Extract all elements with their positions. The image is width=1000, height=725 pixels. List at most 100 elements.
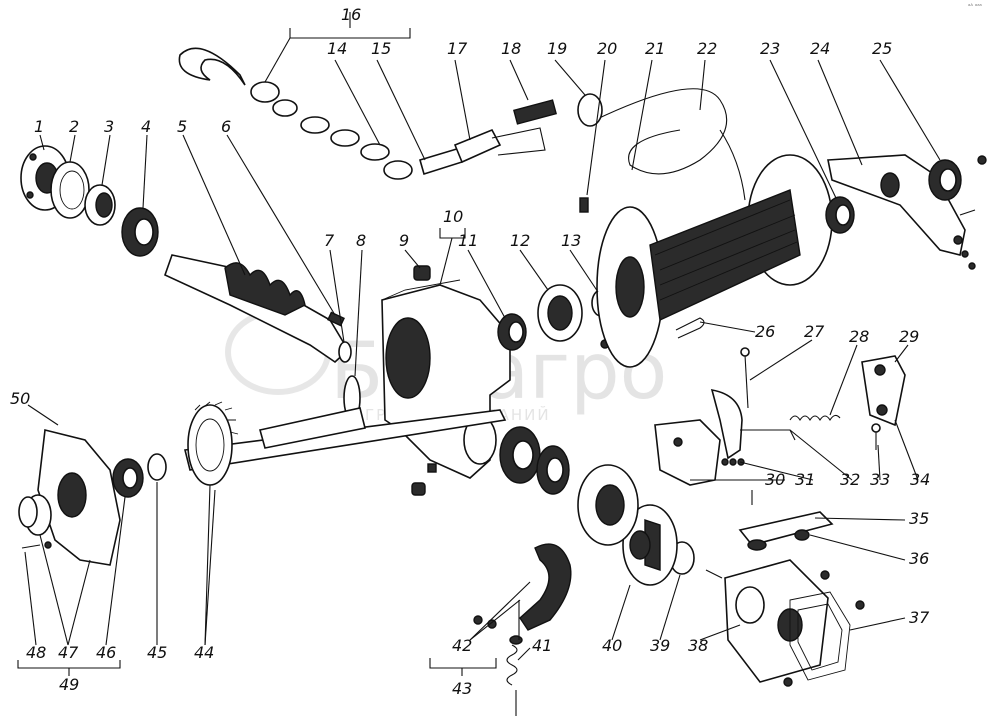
callout-1: 1 xyxy=(34,117,44,136)
callout-7: 7 xyxy=(324,231,335,250)
callout-46: 46 xyxy=(96,643,116,662)
callout-16: 16 xyxy=(341,5,361,24)
callout-42: 42 xyxy=(452,636,472,655)
bushing-23 xyxy=(825,196,855,234)
callout-6: 6 xyxy=(221,117,231,136)
plug-47b xyxy=(18,496,38,528)
ring-45 xyxy=(147,453,167,481)
callout-41: 41 xyxy=(532,636,552,655)
callout-28: 28 xyxy=(849,327,869,346)
plate-30 xyxy=(654,419,721,486)
callout-34: 34 xyxy=(910,470,930,489)
callout-21: 21 xyxy=(645,39,665,58)
callout-33: 33 xyxy=(870,470,890,489)
sleeve-19 xyxy=(577,93,603,127)
callout-17: 17 xyxy=(447,39,468,58)
shackle-15 xyxy=(419,146,463,176)
plug-lower xyxy=(411,482,426,496)
bolt-48 xyxy=(21,541,52,549)
spring-28 xyxy=(789,414,841,422)
callout-14: 14 xyxy=(327,39,347,58)
worm-shaft-5 xyxy=(164,254,350,364)
corner-mark: ᵃᴬ ᵃᵃᵃ xyxy=(968,3,982,10)
callout-13: 13 xyxy=(561,231,581,250)
clamp-18 xyxy=(513,99,557,125)
bolts-37 xyxy=(783,570,865,687)
callout-48: 48 xyxy=(26,643,46,662)
callout-22: 22 xyxy=(697,39,717,58)
callout-32: 32 xyxy=(840,470,860,489)
callout-23: 23 xyxy=(760,39,780,58)
callout-39: 39 xyxy=(650,636,670,655)
callout-18: 18 xyxy=(501,39,521,58)
callout-31: 31 xyxy=(795,470,815,489)
callout-50: 50 xyxy=(10,389,30,408)
gasket-2 xyxy=(50,161,90,219)
u-bolt-26 xyxy=(675,317,705,339)
callout-11: 11 xyxy=(458,231,478,250)
callout-4: 4 xyxy=(141,117,151,136)
callout-43: 43 xyxy=(452,679,472,698)
thimble-17 xyxy=(453,127,546,164)
bolt-33 xyxy=(871,423,881,450)
cover-flange-center xyxy=(577,464,639,546)
gearbox-housing-10 xyxy=(381,279,511,479)
callout-37: 37 xyxy=(909,608,930,627)
brake-band-42 xyxy=(473,543,572,640)
callout-3: 3 xyxy=(104,117,114,136)
leader-lines xyxy=(17,12,941,676)
gearbox-cover-38 xyxy=(724,559,829,683)
callout-24: 24 xyxy=(810,39,830,58)
bolt-40 xyxy=(705,569,723,579)
callout-19: 19 xyxy=(547,39,567,58)
lever-31 xyxy=(710,388,796,460)
callout-20: 20 xyxy=(597,39,617,58)
callout-10: 10 xyxy=(443,207,463,226)
pin-29 xyxy=(861,355,906,427)
callout-12: 12 xyxy=(510,231,530,250)
callout-27: 27 xyxy=(804,322,825,341)
callout-29: 29 xyxy=(899,327,919,346)
cable-22 xyxy=(594,88,746,201)
hook-16 xyxy=(178,47,246,86)
callout-49: 49 xyxy=(59,675,79,694)
bolt-20 xyxy=(579,197,589,213)
callout-44: 44 xyxy=(194,643,214,662)
ring-7 xyxy=(338,341,352,363)
spring-41 xyxy=(506,635,523,716)
plug-small xyxy=(427,463,437,473)
chain-14 xyxy=(250,81,413,180)
callout-35: 35 xyxy=(909,509,929,528)
bearing-4 xyxy=(121,207,159,257)
callout-45: 45 xyxy=(147,643,167,662)
callout-15: 15 xyxy=(371,39,391,58)
callout-36: 36 xyxy=(909,549,929,568)
bushing-46 xyxy=(112,458,144,498)
main-shaft xyxy=(184,407,507,471)
gear-44 xyxy=(187,401,239,486)
callout-9: 9 xyxy=(399,231,409,250)
callout-8: 8 xyxy=(356,231,366,250)
bushing-25 xyxy=(928,159,962,201)
bearing-housing-center xyxy=(499,426,570,495)
callout-5: 5 xyxy=(177,117,187,136)
gasket-37 xyxy=(789,591,851,681)
nuts-31 xyxy=(721,458,745,466)
callout-labels: 1 2 3 4 5 6 7 8 9 10 11 12 13 14 15 16 1… xyxy=(10,5,930,698)
bearing-12 xyxy=(537,284,583,342)
callout-47: 47 xyxy=(58,643,79,662)
bolts-24 xyxy=(959,155,987,270)
key-6 xyxy=(327,311,345,327)
bearing-3 xyxy=(84,184,116,226)
plug-9 xyxy=(413,265,431,281)
bolt-27 xyxy=(740,347,750,409)
cable-drum xyxy=(596,154,833,368)
bushing-11 xyxy=(497,313,527,351)
washer-36 xyxy=(747,529,810,551)
callout-25: 25 xyxy=(872,39,892,58)
callout-38: 38 xyxy=(688,636,708,655)
callout-26: 26 xyxy=(755,322,775,341)
callout-40: 40 xyxy=(602,636,622,655)
plate-35 xyxy=(738,490,834,546)
